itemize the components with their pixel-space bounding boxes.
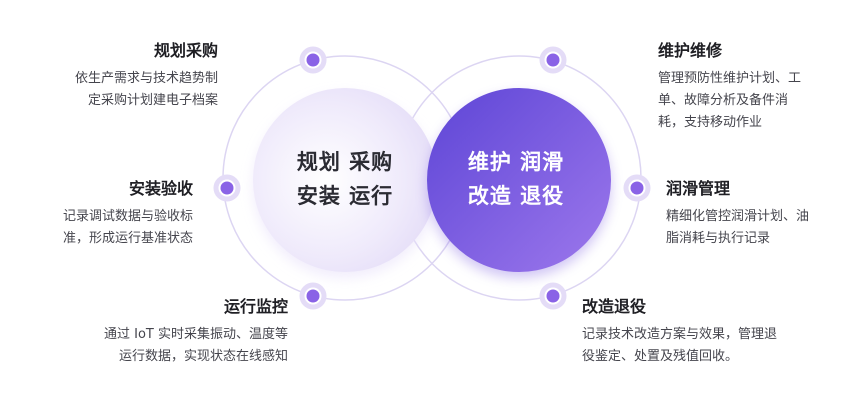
stage-retrofit: 改造退役 记录技术改造方案与效果，管理退 役鉴定、处置及残值回收。	[582, 296, 852, 368]
stage-desc-line: 通过 IoT 实时采集振动、温度等	[104, 327, 288, 342]
dot-lubrication	[623, 174, 651, 202]
stage-description: 依生产需求与技术趋势制 定采购计划建电子档案	[0, 68, 218, 112]
stage-desc-line: 运行数据，实现状态在线感知	[118, 349, 288, 364]
stage-description: 记录技术改造方案与效果，管理退 役鉴定、处置及残值回收。	[582, 324, 852, 368]
stage-desc-line: 役鉴定、处置及残值回收。	[582, 349, 739, 364]
stage-description: 管理预防性维护计划、工 单、故障分析及备件消 耗，支持移动作业	[658, 68, 858, 134]
dot-installation	[213, 174, 241, 202]
dot-retrofit	[539, 282, 567, 310]
left-circle-line-1: 规划 采购	[296, 150, 394, 174]
dot-monitoring	[299, 282, 327, 310]
right-circle-label: 维护 润滑 改造 退役	[436, 145, 596, 213]
dot-maintenance	[539, 46, 567, 74]
stage-description: 精细化管控润滑计划、油 脂消耗与执行记录	[666, 206, 861, 250]
stage-title: 运行监控	[223, 297, 288, 316]
stage-title: 润滑管理	[666, 179, 731, 198]
stage-title: 规划采购	[153, 41, 218, 60]
right-circle-line-1: 维护 润滑	[467, 150, 565, 174]
stage-desc-line: 定采购计划建电子档案	[87, 93, 218, 108]
stage-desc-line: 依生产需求与技术趋势制	[74, 71, 218, 86]
right-circle-line-2: 改造 退役	[467, 184, 565, 208]
stage-desc-line: 记录技术改造方案与效果，管理退	[582, 327, 778, 342]
right-circle	[427, 88, 611, 272]
stage-desc-line: 管理预防性维护计划、工	[658, 71, 802, 86]
left-circle	[253, 88, 437, 272]
stage-description: 记录调试数据与验收标 准，形成运行基准状态	[0, 206, 193, 250]
stage-desc-line: 脂消耗与执行记录	[666, 231, 771, 246]
stage-maintenance: 维护维修 管理预防性维护计划、工 单、故障分析及备件消 耗，支持移动作业	[658, 40, 858, 134]
stage-description: 通过 IoT 实时采集振动、温度等 运行数据，实现状态在线感知	[28, 324, 288, 368]
stage-title: 维护维修	[658, 41, 723, 60]
stage-desc-line: 精细化管控润滑计划、油	[666, 209, 810, 224]
stage-installation: 安装验收 记录调试数据与验收标 准，形成运行基准状态	[0, 178, 193, 250]
stage-desc-line: 记录调试数据与验收标	[62, 209, 193, 224]
stage-lubrication: 润滑管理 精细化管控润滑计划、油 脂消耗与执行记录	[666, 178, 861, 250]
stage-desc-line: 单、故障分析及备件消	[658, 93, 789, 108]
stage-desc-line: 耗，支持移动作业	[658, 115, 763, 130]
stage-desc-line: 准，形成运行基准状态	[62, 231, 193, 246]
left-circle-line-2: 安装 运行	[296, 184, 394, 208]
stage-title: 改造退役	[582, 297, 647, 316]
dot-planning	[299, 46, 327, 74]
stage-title: 安装验收	[128, 179, 193, 198]
stage-planning: 规划采购 依生产需求与技术趋势制 定采购计划建电子档案	[0, 40, 218, 112]
left-circle-label: 规划 采购 安装 运行	[270, 145, 420, 213]
stage-monitoring: 运行监控 通过 IoT 实时采集振动、温度等 运行数据，实现状态在线感知	[28, 296, 288, 368]
